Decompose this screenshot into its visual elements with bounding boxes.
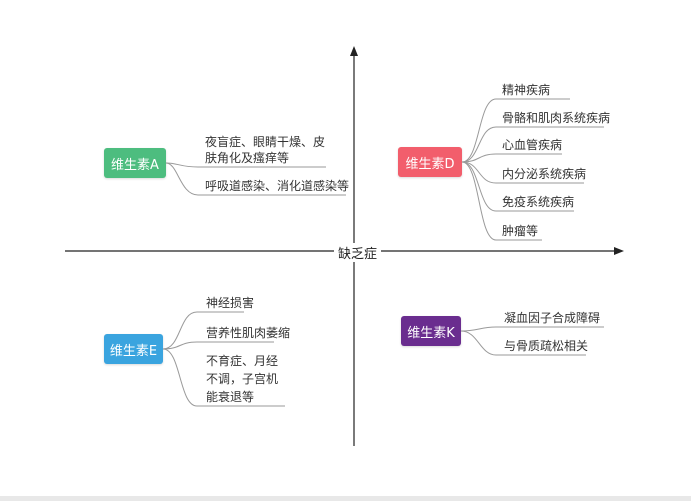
vitamin-a-item-1: 夜盲症、眼睛干燥、皮 [205,135,326,149]
center-label: 缺乏症 [334,243,382,262]
vitamin-a-item-3: 呼吸道感染、消化道感染等 [205,179,350,193]
vitamin-a-branches [165,162,346,196]
vitamin-k-branches [460,326,604,356]
vitamin-e-item-4: 不调，子宫机 [206,372,279,386]
vitamin-d-item-6: 肿瘤等 [502,224,539,238]
vitamin-e-node[interactable]: 维生素E [104,334,163,364]
vitamin-k-item-1: 凝血因子合成障碍 [504,311,601,325]
vitamin-k-node[interactable]: 维生素K [401,316,461,346]
vitamin-d-item-1: 精神疾病 [502,83,551,97]
vitamin-e-item-3: 不育症、月经 [206,354,279,368]
vertical-axis-arrow [350,46,358,56]
vitamin-e-item-1: 神经损害 [206,296,255,310]
horizontal-axis-arrow [614,247,624,255]
vitamin-e-item-2: 营养性肌肉萎缩 [206,326,291,340]
vitamin-d-item-5: 免疫系统疾病 [502,195,575,209]
vitamin-d-item-3: 心血管疾病 [502,138,563,152]
vitamin-d-item-2: 骨骼和肌肉系统疾病 [502,111,611,125]
vitamin-e-item-5: 能衰退等 [206,390,255,404]
bottom-scroll-strip [0,496,691,501]
vitamin-a-item-2: 肤角化及瘙痒等 [205,151,290,165]
vitamin-d-item-4: 内分泌系统疾病 [502,167,587,181]
vitamin-k-item-2: 与骨质疏松相关 [504,339,589,353]
vitamin-d-node[interactable]: 维生素D [398,147,462,177]
vitamin-d-branches [461,98,604,241]
vitamin-a-node[interactable]: 维生素A [104,148,166,178]
vitamin-e-branches [162,311,285,407]
